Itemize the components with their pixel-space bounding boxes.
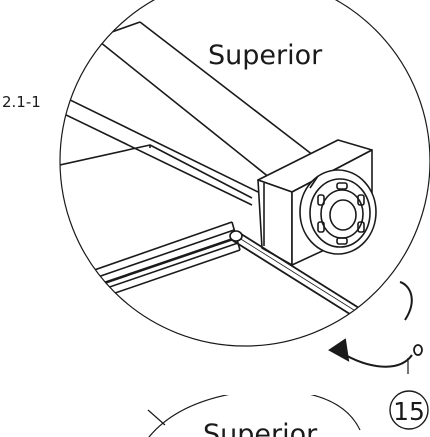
hex-key-tool-end bbox=[413, 344, 423, 356]
lower-view-label: Superior bbox=[203, 419, 318, 437]
frame-left-section bbox=[60, 94, 259, 206]
callout-marker: 15 bbox=[389, 390, 429, 430]
lower-detail-view: Superior bbox=[147, 395, 361, 437]
detail-circle-outline bbox=[59, 0, 430, 347]
detail-view-label: Superior bbox=[208, 40, 323, 71]
callout-number: 15 bbox=[393, 397, 425, 426]
bottom-track bbox=[60, 221, 241, 313]
step-label: 2.1-1 bbox=[2, 93, 41, 111]
rotation-arrow-icon bbox=[328, 281, 413, 368]
roller-cap bbox=[299, 169, 377, 255]
